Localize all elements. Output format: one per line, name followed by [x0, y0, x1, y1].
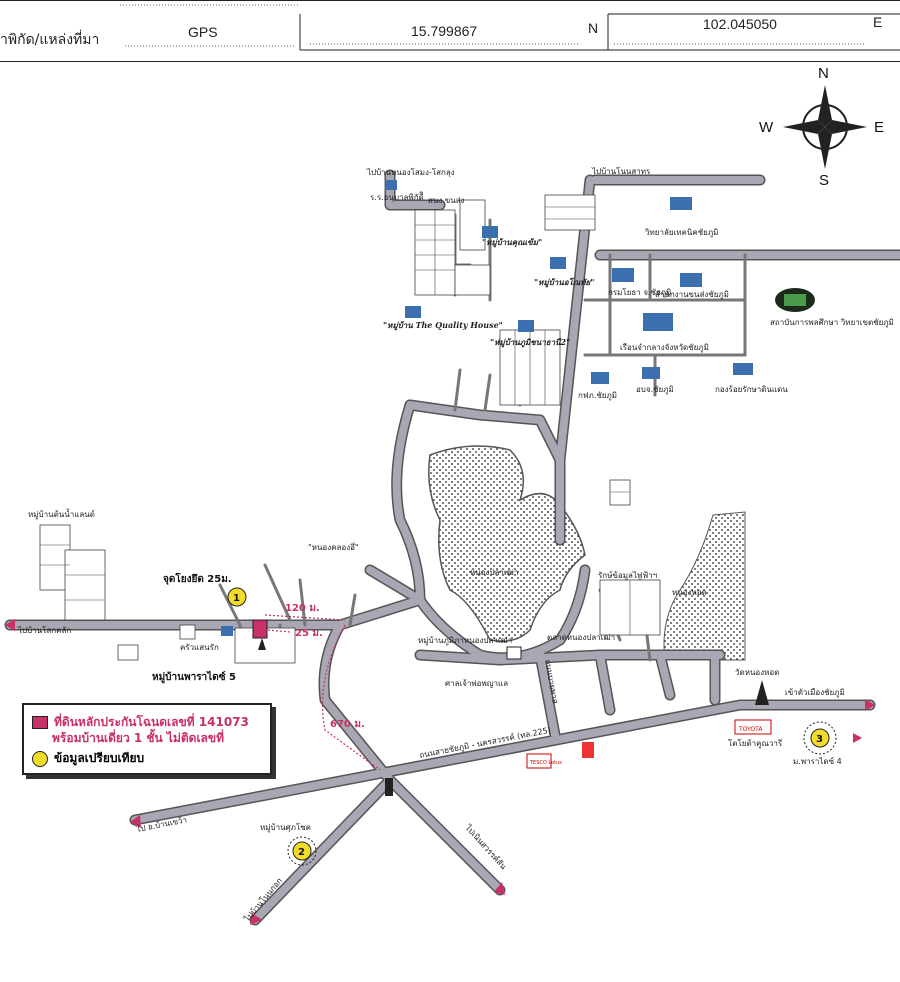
lake-nong-huai: [663, 511, 746, 661]
road-end-arrows: [5, 619, 875, 925]
target-arrow: [258, 638, 266, 650]
legend-swatch-yellow: [32, 750, 48, 767]
tesco-icon: [526, 753, 552, 769]
latitude-unit: N: [588, 20, 599, 36]
label-to-ban-nong-sahat: ไปบ้านโนนสาทร: [591, 166, 651, 176]
marker-3: 3: [803, 721, 837, 755]
label-dist-25: 25 ม.: [295, 628, 323, 639]
legend-item-plot: ที่ดินหลักประกันโฉนดเลขที่ 141073: [32, 713, 249, 732]
label-village-phumi: "หมู่บ้านภูมิชนาธานี2": [490, 337, 570, 348]
lake-plapao: [428, 445, 586, 642]
label-military: กองร้อยรักษาดินแดน: [715, 385, 788, 394]
longitude-unit: E: [873, 14, 883, 30]
legend-item-plot-line2: พร้อมบ้านเดี่ยว 1 ชั้น ไม่ติดเลขที่: [52, 729, 224, 748]
distance-paths: [264, 614, 381, 771]
label-dist-670: 670 ม.: [330, 719, 365, 730]
marker-1-label: 1: [233, 593, 240, 604]
label-tech-college: วิทยาลัยเทคนิคชัยภูมิ: [644, 228, 718, 238]
marker-2-label: 2: [298, 847, 305, 858]
road-network: [4, 169, 900, 926]
label-toyota: โตโยต้าคูณวารี: [728, 738, 783, 749]
label-sports-institute: สถาบันการพลศึกษา วิทยาเขตชัยภูมิ: [770, 318, 894, 328]
label-to-ban-sok: ไปบ้านโสกคลัก: [17, 625, 71, 635]
marker-1: 1: [227, 587, 247, 607]
coordinate-header: าพิกัด/แหล่งที่มา GPS 15.799867 N 102.04…: [0, 0, 900, 63]
shrine-icon: [506, 646, 522, 660]
label-pea: กฟภ.ชัยภูมิ: [578, 391, 617, 401]
map-legend: ที่ดินหลักประกันโฉนดเลขที่ 141073 พร้อมบ…: [22, 703, 272, 775]
label-village-kukhem: "หมู่บ้านคุณเข้ม": [482, 237, 542, 248]
toyota-icon: [734, 719, 772, 735]
label-to-city: เข้าตัวเมืองชัยภูมิ: [785, 688, 845, 698]
compass-n: N: [818, 65, 829, 82]
target-plot: [252, 619, 268, 639]
legend-plot-line2: พร้อมบ้านเดี่ยว 1 ชั้น ไม่ติดเลขที่: [52, 731, 225, 745]
stadium-icon: [775, 288, 815, 312]
temple-icon: [755, 680, 769, 705]
compass-e: E: [874, 119, 884, 136]
label-fisheries: รักษ์ข้อมูลไฟฟ้าฯ: [598, 570, 657, 581]
compass-rose: N S E W: [759, 65, 884, 189]
compass-s: S: [819, 172, 829, 189]
label-obj: อบจ.ชัยภูมิ: [636, 385, 674, 395]
seven-eleven-icon: [582, 742, 594, 758]
label-village-paradise4: ม.พาราไดซ์ 4: [793, 756, 842, 766]
legend-item-compare: ข้อมูลเปรียบเทียบ: [32, 749, 144, 768]
label-transport-office: สำนักงานขนส่งชัยภูมิ: [655, 290, 729, 300]
source-value: GPS: [188, 24, 218, 40]
toyota-brand: TOYOTA: [738, 726, 763, 733]
label-to-nong-sano: ไปบ้านหนองโสมง-โสกลุง: [366, 167, 455, 177]
tesco-label: TESCO Lotus: [529, 760, 562, 766]
label-village-suksan: หมู่บ้านศุภโชค: [260, 822, 311, 833]
label-village-paradise5: หมู่บ้านพาราไดซ์ 5: [152, 670, 236, 684]
label-village-quality: "หมู่บ้าน The Quality House": [383, 320, 503, 331]
label-prison: เรือนจำกลางจังหวัดชัยภูมิ: [620, 343, 709, 353]
compass-w: W: [759, 119, 774, 136]
label-dl-office: สนง.ขนส่ง: [428, 196, 465, 205]
blue-buildings: [221, 180, 753, 636]
label-hospital-child: ร.ร.อนุบาลพิกัดีิ: [370, 191, 424, 202]
label-lake-plapao: หนองปลาเฒ่า: [470, 568, 518, 577]
label-temple: วัดหนองหอด: [735, 668, 779, 677]
location-map: TESCO Lotus TOYOTA 1 2 3 N S E W ไ: [4, 65, 900, 926]
label-kitchen: ครัวแสนรัก: [180, 643, 219, 652]
label-village-phumi-nongplapao: หมู่บ้านภูมิภาหนองปลาเฒ่า: [418, 636, 512, 646]
field-label: าพิกัด/แหล่งที่มา: [0, 32, 100, 48]
label-irrigation: กรมโยธา จ.ชัยภูมิ: [608, 287, 671, 298]
marker-3-label: 3: [816, 734, 823, 745]
marker-2: 2: [287, 836, 317, 866]
label-village-tonnamland: หมู่บ้านต้นน้ำแลนด์: [28, 508, 95, 520]
latitude-value: 15.799867: [411, 23, 478, 39]
longitude-value: 102.045050: [703, 16, 777, 32]
building-row-lines: [40, 206, 631, 635]
legend-compare: ข้อมูลเปรียบเทียบ: [54, 751, 145, 765]
label-pond-kongkhli: "หนองคลองอึ่": [308, 541, 359, 552]
traffic-light-icon: [385, 778, 393, 796]
label-market: ตลาดหนองปลาเฒ่า: [547, 633, 615, 642]
label-village-nongfai: "หมู่บ้านอโณทัย": [534, 277, 594, 288]
label-shrine: ศาลเจ้าพ่อพญาแล: [445, 679, 508, 688]
legend-plot-line1: ที่ดินหลักประกันโฉนดเลขที่ 141073: [54, 715, 249, 729]
label-dist-120: 120 ม.: [285, 603, 320, 614]
label-nong-huai: หนองหอด: [672, 588, 707, 597]
label-landmark-pole: จุดโยงยึด 25ม.: [163, 572, 232, 585]
legend-swatch-red: [32, 716, 48, 729]
